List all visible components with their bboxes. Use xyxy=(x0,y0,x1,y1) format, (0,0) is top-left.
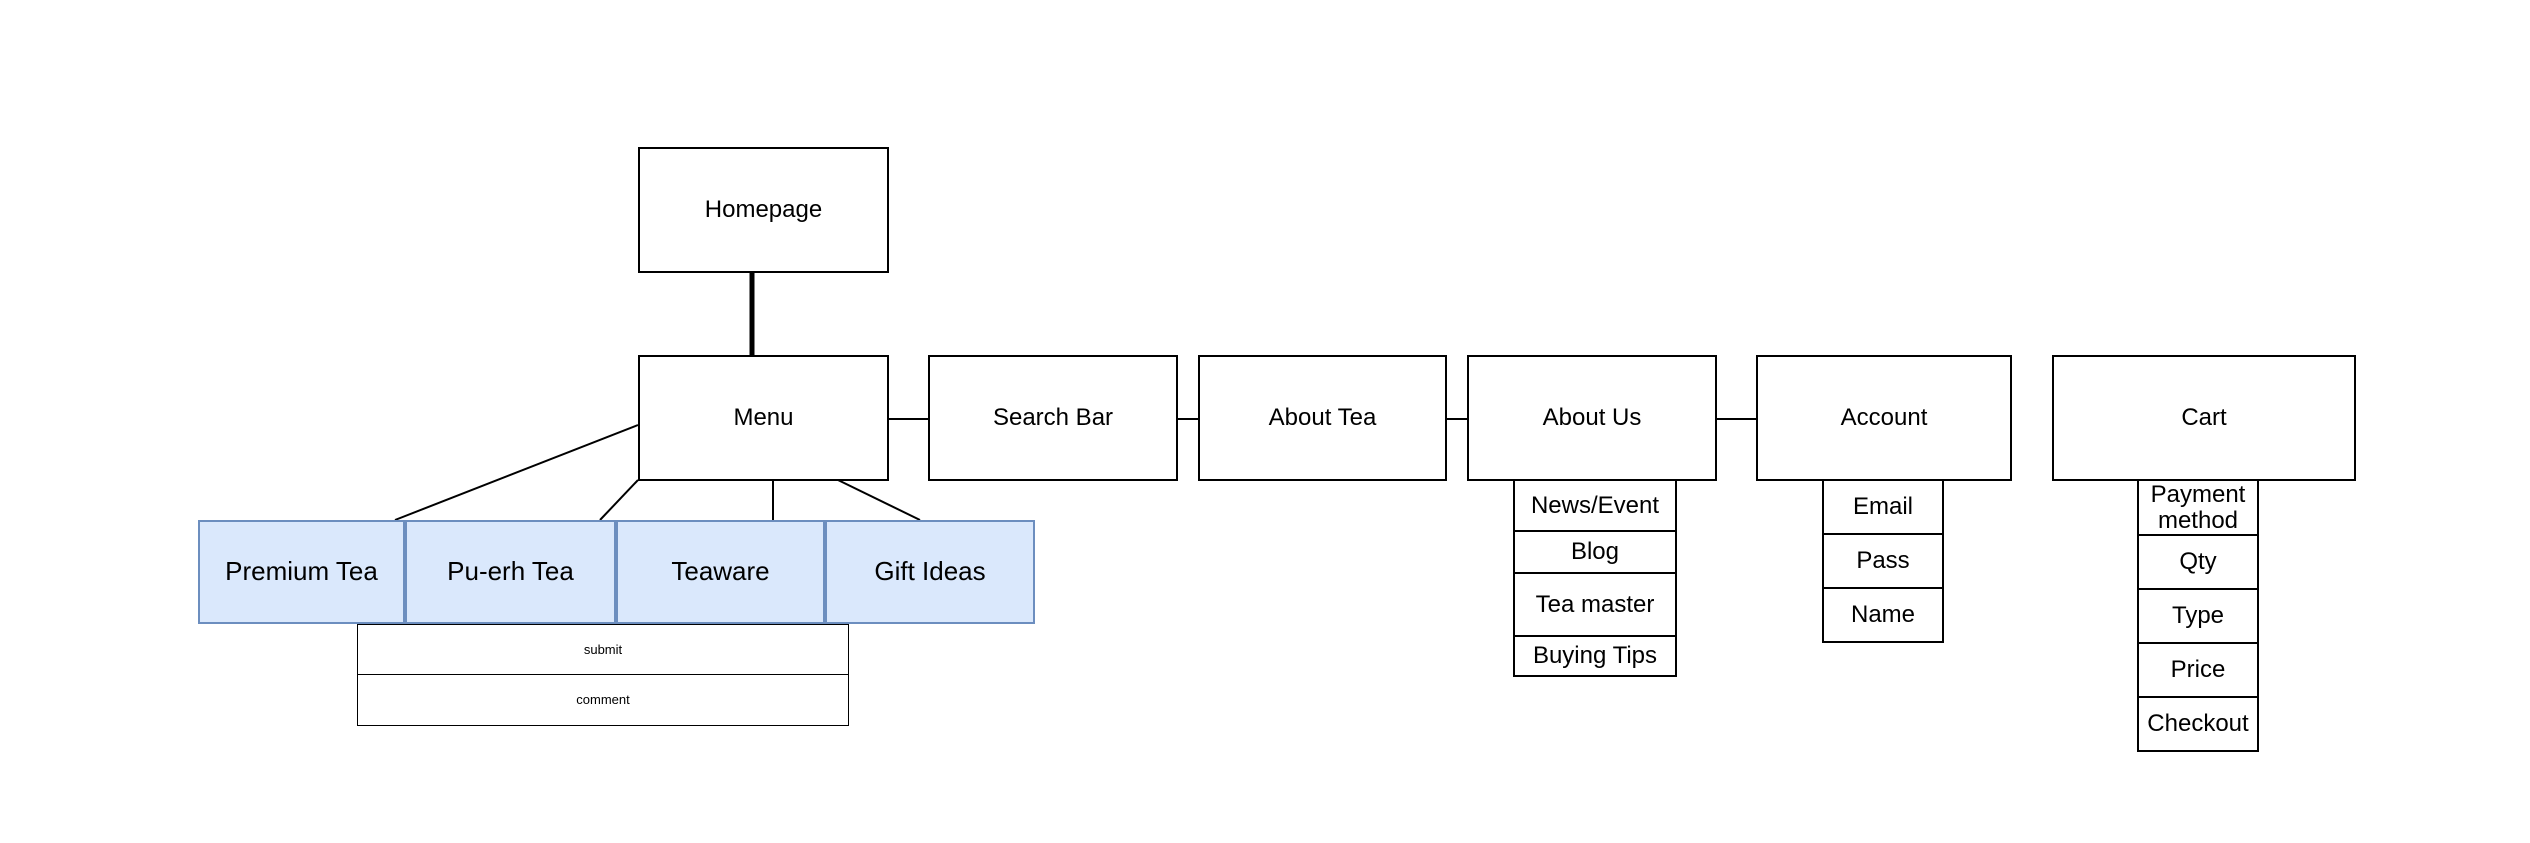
cart-item-checkout[interactable]: Checkout xyxy=(2137,696,2259,752)
connector-menu-puerh xyxy=(599,479,639,521)
homepage-box[interactable]: Homepage xyxy=(638,147,889,273)
cart-item-type[interactable]: Type xyxy=(2137,588,2259,644)
connector-menu-gift xyxy=(837,479,921,521)
category-puerh-tea[interactable]: Pu-erh Tea xyxy=(405,520,616,624)
submit-item[interactable]: submit xyxy=(357,624,849,675)
category-teaware[interactable]: Teaware xyxy=(616,520,825,624)
connector-menu-premium xyxy=(394,424,639,521)
about-tea-box[interactable]: About Tea xyxy=(1198,355,1447,481)
about-us-item-tea-master[interactable]: Tea master xyxy=(1513,572,1677,637)
cart-item-price[interactable]: Price xyxy=(2137,642,2259,698)
comment-item[interactable]: comment xyxy=(357,674,849,726)
category-premium-tea[interactable]: Premium Tea xyxy=(198,520,405,624)
account-item-email[interactable]: Email xyxy=(1822,479,1944,535)
cart-box[interactable]: Cart xyxy=(2052,355,2356,481)
account-box[interactable]: Account xyxy=(1756,355,2012,481)
account-item-name[interactable]: Name xyxy=(1822,587,1944,643)
about-us-item-blog[interactable]: Blog xyxy=(1513,530,1677,574)
account-item-pass[interactable]: Pass xyxy=(1822,533,1944,589)
cart-item-qty[interactable]: Qty xyxy=(2137,534,2259,590)
about-us-item-news-event[interactable]: News/Event xyxy=(1513,479,1677,532)
menu-box[interactable]: Menu xyxy=(638,355,889,481)
about-us-item-buying-tips[interactable]: Buying Tips xyxy=(1513,635,1677,677)
category-gift-ideas[interactable]: Gift Ideas xyxy=(825,520,1035,624)
cart-item-payment-method[interactable]: Payment method xyxy=(2137,479,2259,536)
about-us-box[interactable]: About Us xyxy=(1467,355,1717,481)
search-bar-box[interactable]: Search Bar xyxy=(928,355,1178,481)
